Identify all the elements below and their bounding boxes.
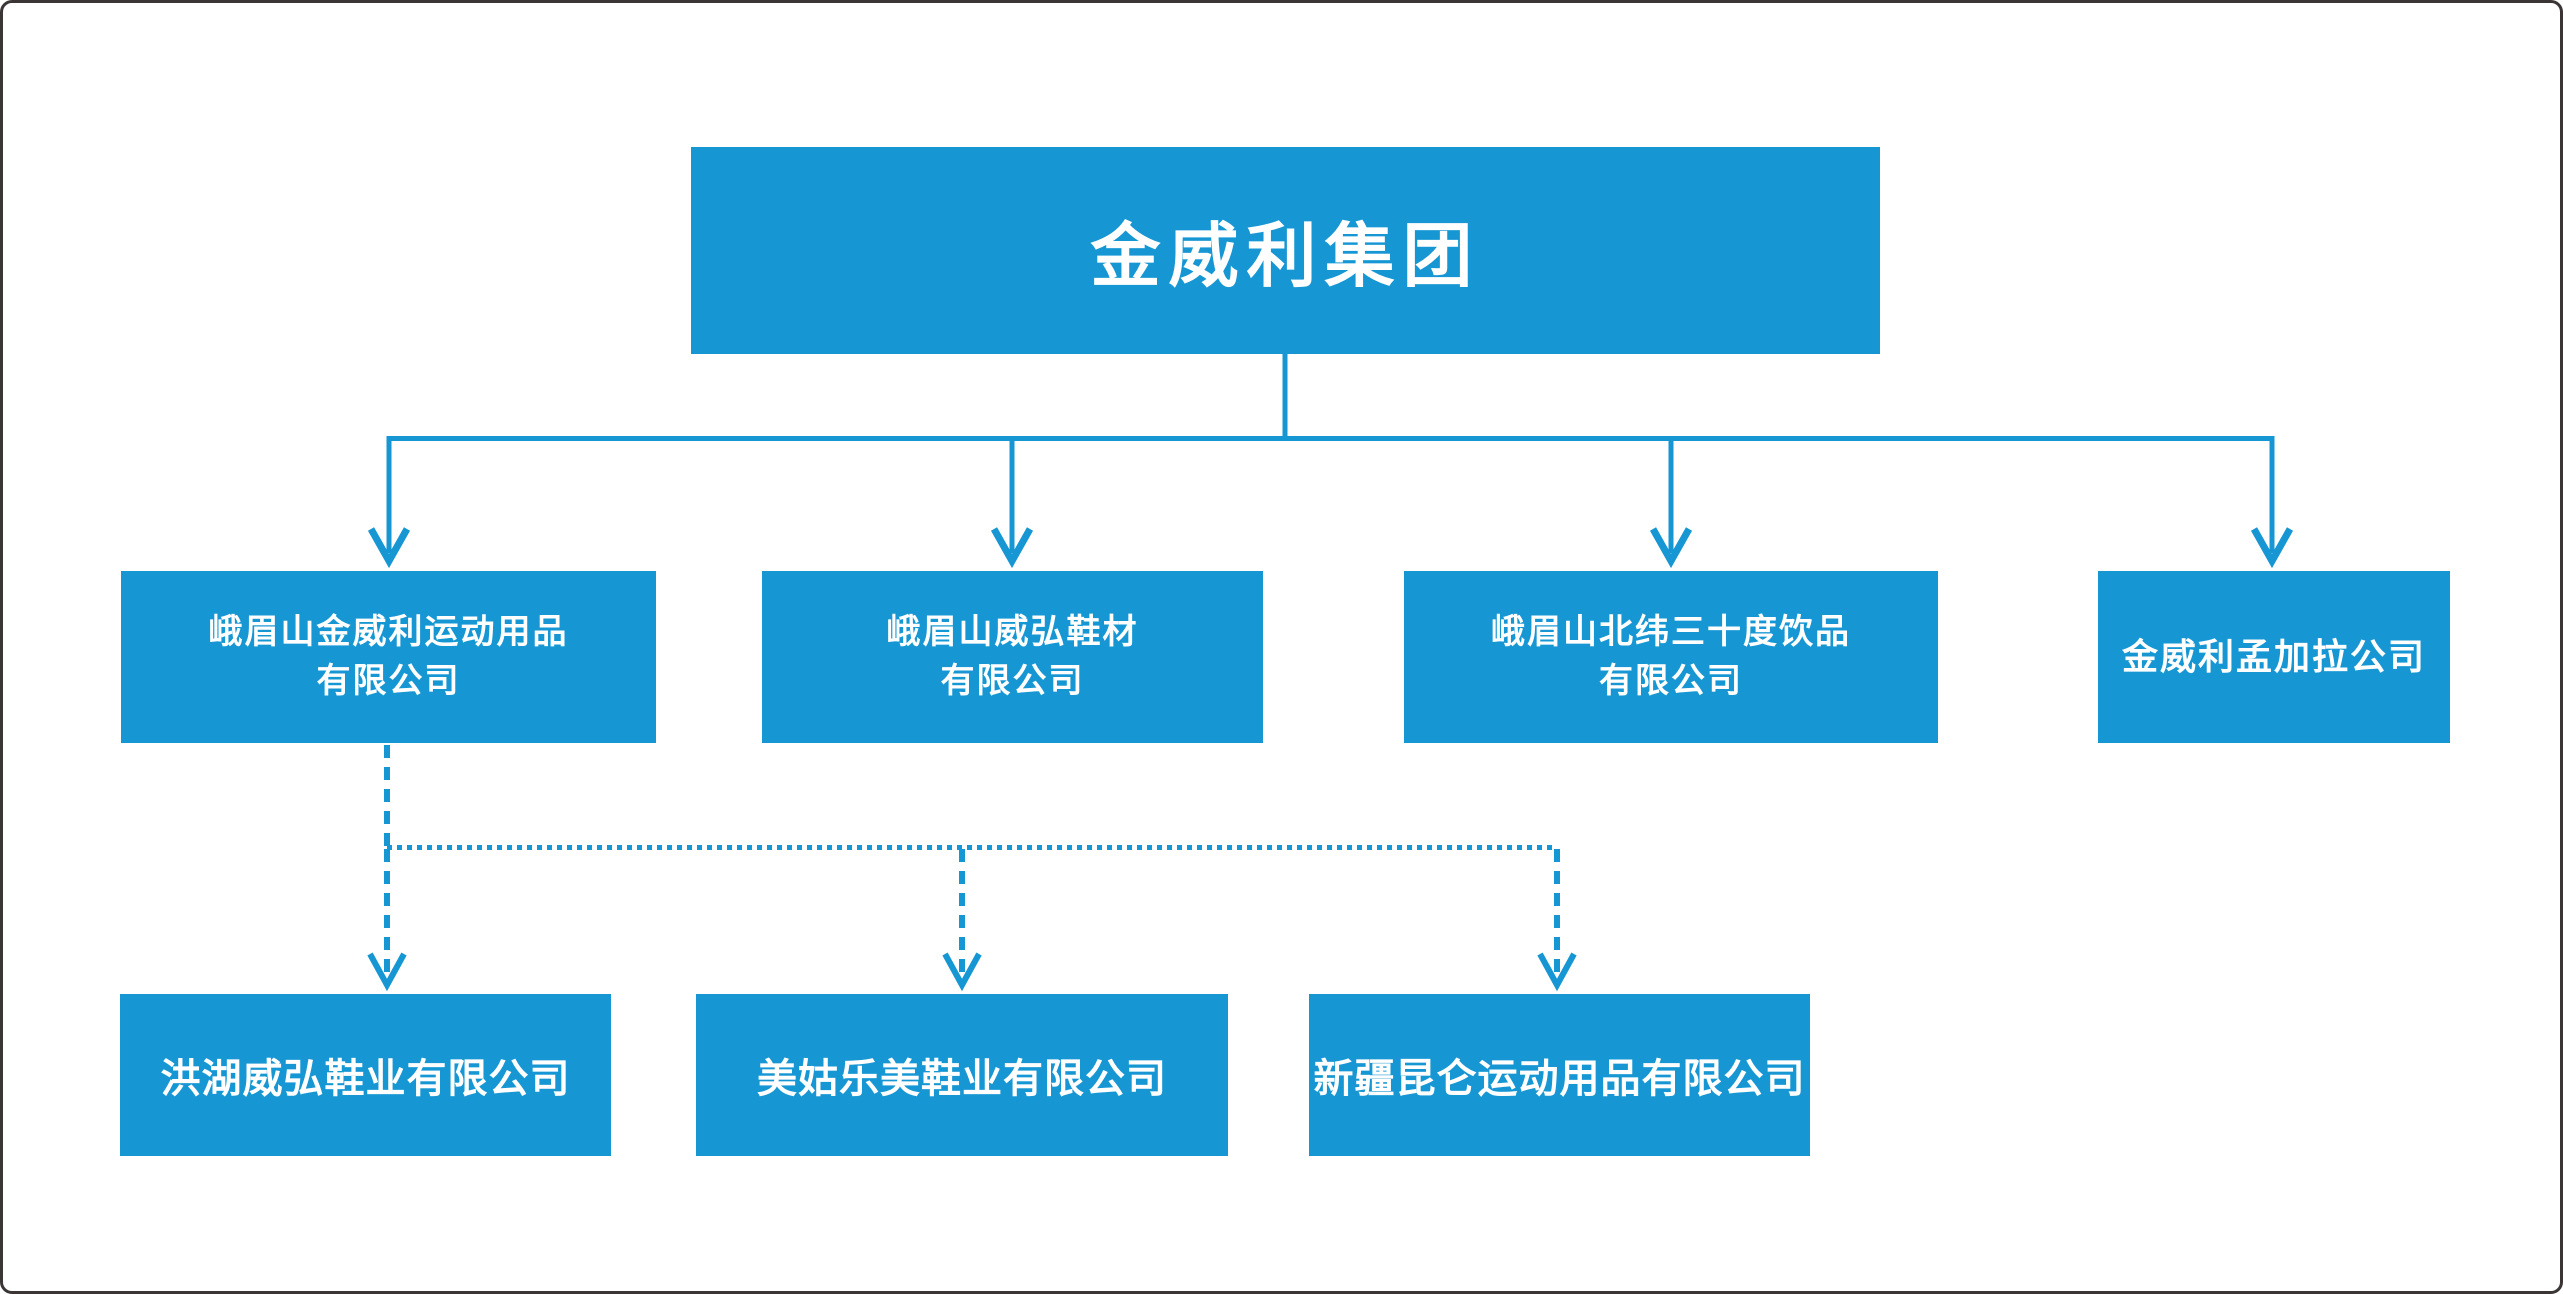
arrowhead-dotted-3 <box>1537 952 1577 992</box>
node-meigu-lemei-footwear: 美姑乐美鞋业有限公司 <box>696 994 1228 1156</box>
connector-level2-bus <box>386 436 2275 553</box>
node-emeishan-jinweili-sports-goods: 峨眉山金威利运动用品 有限公司 <box>121 571 656 743</box>
node-label: 洪湖威弘鞋业有限公司 <box>160 1057 571 1101</box>
arrowhead-dotted-2 <box>942 952 982 992</box>
node-emeishan-weihong-shoe-materials: 峨眉山威弘鞋材 有限公司 <box>762 571 1263 743</box>
node-label: 金威利集团 <box>1090 217 1481 295</box>
node-xinjiang-kunlun-sports-goods: 新疆昆仑运动用品有限公司 <box>1309 994 1810 1156</box>
node-label-line1: 峨眉山北纬三十度饮品 <box>1491 612 1851 651</box>
node-label: 美姑乐美鞋业有限公司 <box>757 1057 1167 1101</box>
node-label-line2: 有限公司 <box>940 662 1085 700</box>
node-label: 金威利孟加拉公司 <box>2121 635 2426 677</box>
connector-layer <box>367 351 2294 992</box>
node-label-line1: 峨眉山金威利运动用品 <box>208 612 569 651</box>
arrowhead-solid-3 <box>1649 527 1693 569</box>
node-jinweili-group: 金威利集团 <box>691 147 1880 354</box>
node-label-line2: 有限公司 <box>316 662 461 700</box>
arrowhead-dotted-1 <box>367 952 407 992</box>
node-jinweili-bangladesh: 金威利孟加拉公司 <box>2098 571 2450 743</box>
node-label-line2: 有限公司 <box>1599 662 1743 700</box>
node-emeishan-north-latitude-30-beverage: 峨眉山北纬三十度饮品 有限公司 <box>1404 571 1938 743</box>
arrowhead-solid-2 <box>990 527 1034 569</box>
node-label-line1: 峨眉山威弘鞋材 <box>886 612 1139 651</box>
node-label: 新疆昆仑运动用品有限公司 <box>1313 1057 1806 1101</box>
arrowhead-solid-4 <box>2250 527 2294 569</box>
node-honghu-weihong-footwear: 洪湖威弘鞋业有限公司 <box>120 994 611 1156</box>
arrowhead-solid-1 <box>367 527 411 569</box>
